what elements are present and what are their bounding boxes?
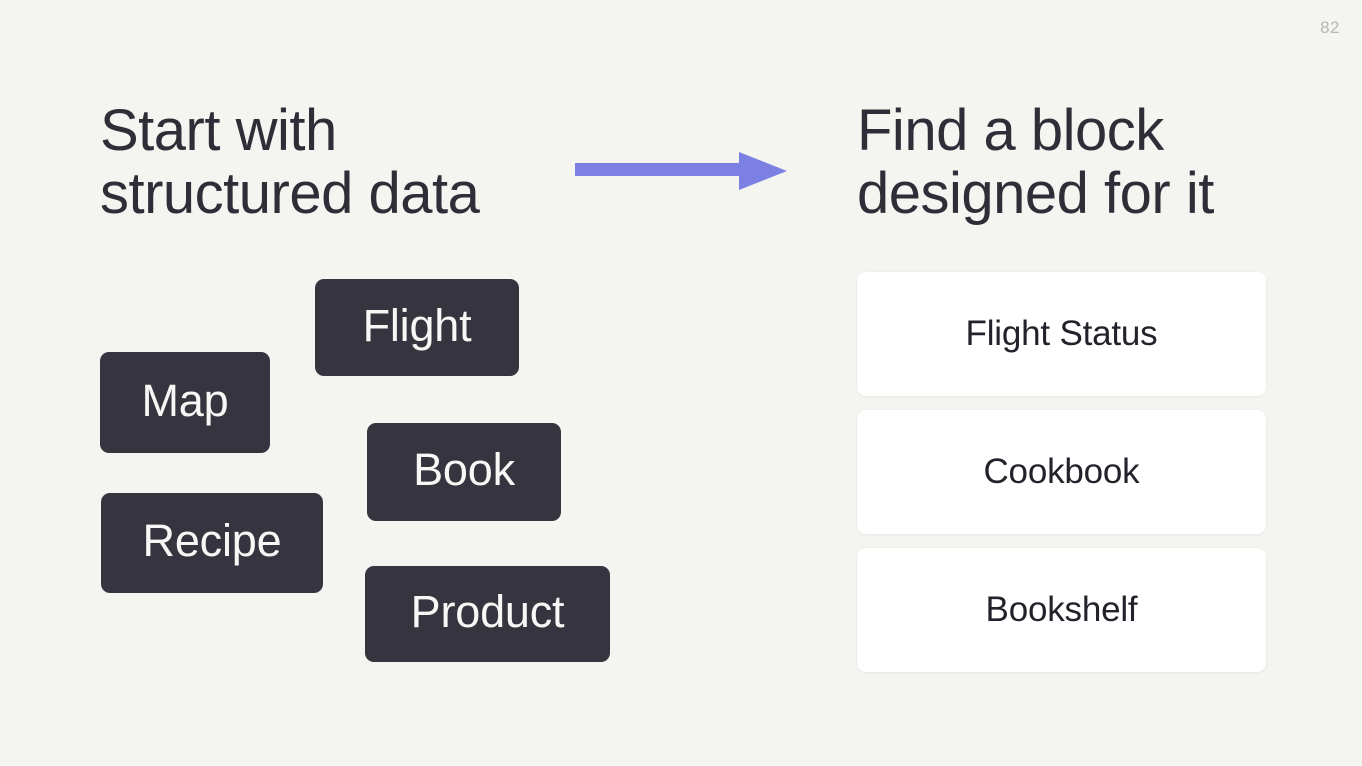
structured-data-chips: Map Flight Recipe Book Product: [0, 0, 680, 766]
page-number: 82: [1320, 18, 1340, 37]
card-flight-status[interactable]: Flight Status: [857, 272, 1266, 396]
chip-map[interactable]: Map: [100, 352, 270, 453]
block-card-list: Flight Status Cookbook Bookshelf: [857, 272, 1266, 672]
card-cookbook[interactable]: Cookbook: [857, 410, 1266, 534]
arrow-right-icon: [575, 148, 789, 194]
chip-product[interactable]: Product: [365, 566, 610, 662]
chip-recipe[interactable]: Recipe: [101, 493, 323, 593]
card-bookshelf[interactable]: Bookshelf: [857, 548, 1266, 672]
left-heading: Start with structured data: [100, 98, 480, 226]
chip-flight[interactable]: Flight: [315, 279, 519, 376]
chip-book[interactable]: Book: [367, 423, 561, 521]
right-heading: Find a block designed for it: [857, 98, 1214, 226]
